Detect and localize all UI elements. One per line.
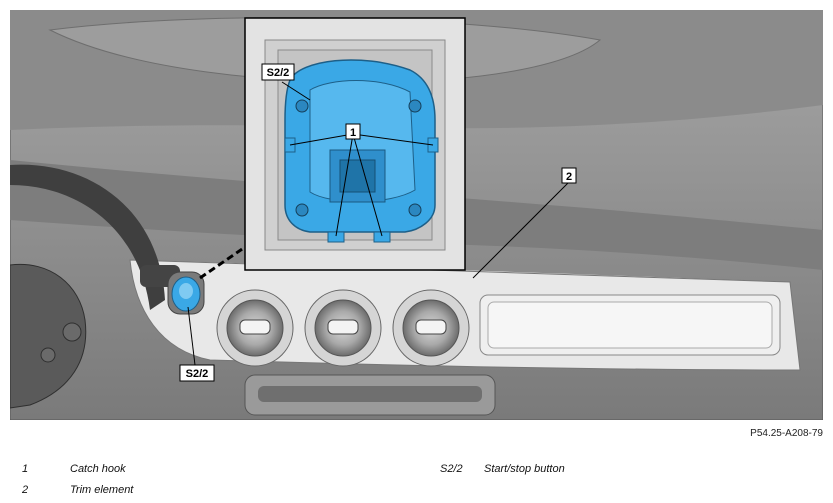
air-vent-left	[216, 289, 294, 367]
callout-s22-inset: S2/2	[261, 63, 295, 81]
dashboard-illustration: S2/2 1 2 S2/2	[10, 10, 823, 420]
legend-label: Trim element	[70, 484, 134, 496]
legend-key: S2/2	[440, 463, 463, 475]
air-vent-center	[304, 289, 382, 367]
legend-label: Start/stop button	[484, 463, 565, 475]
callout-trim-element: 2	[561, 167, 577, 184]
detail-inset	[244, 17, 466, 271]
steering-wheel	[10, 164, 165, 409]
legend-key: 1	[22, 463, 29, 475]
callout-catch-hook: 1	[345, 123, 361, 140]
callout-s22-dash: S2/2	[179, 364, 215, 382]
svg-text:S2/2: S2/2	[267, 67, 290, 79]
legend-key: 2	[22, 484, 29, 496]
air-vent-right	[392, 289, 470, 367]
svg-text:2: 2	[566, 171, 572, 183]
figure-reference-code: P54.25-A208-79	[750, 428, 823, 439]
svg-text:S2/2: S2/2	[186, 368, 209, 380]
start-stop-button-highlight	[167, 271, 205, 315]
svg-text:1: 1	[350, 127, 356, 139]
legend-label: Catch hook	[70, 463, 126, 475]
